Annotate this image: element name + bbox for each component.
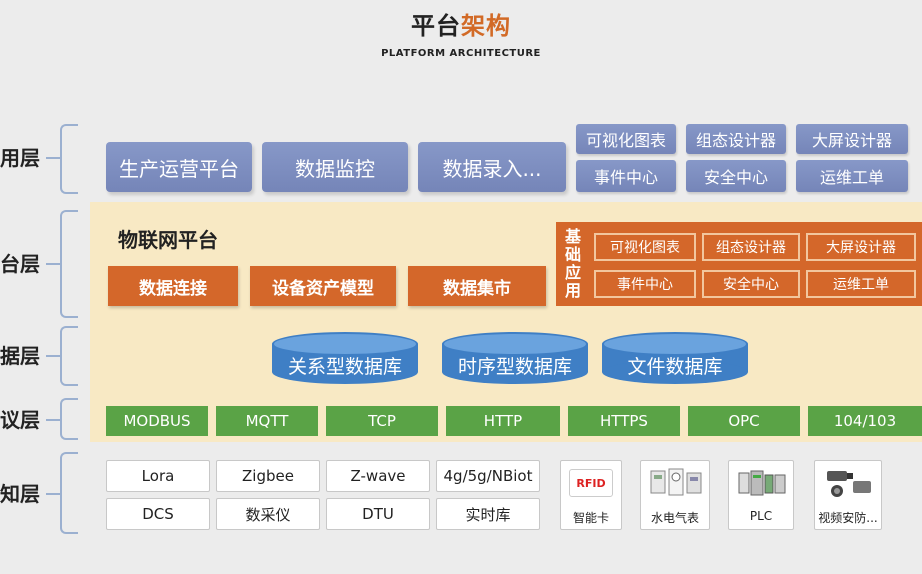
bracket-tick-perception bbox=[46, 493, 62, 495]
layer-label-protocol: 议层 bbox=[0, 408, 40, 432]
device-video-security[interactable]: 视频安防... bbox=[814, 460, 882, 530]
base-config-designer[interactable]: 组态设计器 bbox=[702, 233, 800, 261]
db-top bbox=[602, 332, 748, 356]
app-config-designer[interactable]: 组态设计器 bbox=[686, 124, 786, 154]
rfid-card-icon: RFID bbox=[569, 469, 613, 497]
db-relational[interactable]: 关系型数据库 bbox=[272, 332, 418, 384]
db-top bbox=[272, 332, 418, 356]
module-data-mart[interactable]: 数据集市 bbox=[408, 266, 546, 306]
bracket-tick-data bbox=[46, 355, 62, 357]
db-label: 时序型数据库 bbox=[457, 355, 572, 378]
app-data-entry[interactable]: 数据录入... bbox=[418, 142, 566, 192]
page-subtitle: PLATFORM ARCHITECTURE bbox=[381, 48, 541, 59]
db-timeseries[interactable]: 时序型数据库 bbox=[442, 332, 588, 384]
base-security-center[interactable]: 安全中心 bbox=[702, 270, 800, 298]
layer-label-perception: 知层 bbox=[0, 482, 40, 506]
db-bottom bbox=[442, 360, 588, 384]
title-accent: 架构 bbox=[461, 12, 511, 40]
db-top bbox=[442, 332, 588, 356]
app-production-platform[interactable]: 生产运营平台 bbox=[106, 142, 252, 192]
protocol-https[interactable]: HTTPS bbox=[568, 406, 680, 436]
sense-realtime-db[interactable]: 实时库 bbox=[436, 498, 540, 530]
base-visual-chart[interactable]: 可视化图表 bbox=[594, 233, 696, 261]
db-label: 文件数据库 bbox=[627, 355, 723, 378]
module-device-asset-model[interactable]: 设备资产模型 bbox=[250, 266, 396, 306]
plc-icon bbox=[738, 470, 786, 496]
device-label: 智能卡 bbox=[572, 511, 609, 525]
app-visual-chart[interactable]: 可视化图表 bbox=[576, 124, 676, 154]
title-main: 平台 bbox=[411, 12, 461, 40]
device-label: PLC bbox=[749, 509, 773, 523]
app-event-center[interactable]: 事件中心 bbox=[576, 160, 676, 192]
base-apps-label: 基础应用 bbox=[564, 227, 581, 300]
app-ops-ticket[interactable]: 运维工单 bbox=[796, 160, 908, 192]
db-file[interactable]: 文件数据库 bbox=[602, 332, 748, 384]
device-plc[interactable]: PLC bbox=[728, 460, 794, 530]
layer-label-platform: 台层 bbox=[0, 252, 40, 276]
module-data-connection[interactable]: 数据连接 bbox=[108, 266, 238, 306]
sense-zigbee[interactable]: Zigbee bbox=[216, 460, 320, 492]
sense-data-collector[interactable]: 数采仪 bbox=[216, 498, 320, 530]
device-label: 水电气表 bbox=[650, 511, 699, 525]
db-label: 关系型数据库 bbox=[287, 355, 402, 378]
device-utility-meter[interactable]: 水电气表 bbox=[640, 460, 710, 530]
base-event-center[interactable]: 事件中心 bbox=[594, 270, 696, 298]
base-ops-ticket[interactable]: 运维工单 bbox=[806, 270, 916, 298]
device-label: 视频安防... bbox=[818, 511, 878, 525]
db-bottom bbox=[602, 360, 748, 384]
sense-zwave[interactable]: Z-wave bbox=[326, 460, 430, 492]
bracket-tick-app bbox=[46, 157, 62, 159]
sense-dtu[interactable]: DTU bbox=[326, 498, 430, 530]
page-title: 平台架构 bbox=[0, 6, 922, 41]
protocol-104-103[interactable]: 104/103 bbox=[808, 406, 922, 436]
meter-icon bbox=[650, 468, 702, 496]
app-security-center[interactable]: 安全中心 bbox=[686, 160, 786, 192]
bracket-data bbox=[60, 326, 78, 386]
iot-platform-title: 物联网平台 bbox=[118, 228, 218, 252]
bracket-platform bbox=[60, 210, 78, 318]
sense-4g5g-nbiot[interactable]: 4g/5g/NBiot bbox=[436, 460, 540, 492]
sense-lora[interactable]: Lora bbox=[106, 460, 210, 492]
layer-label-app: 用层 bbox=[0, 146, 40, 170]
device-smart-card[interactable]: RFID 智能卡 bbox=[560, 460, 622, 530]
sense-dcs[interactable]: DCS bbox=[106, 498, 210, 530]
protocol-tcp[interactable]: TCP bbox=[326, 406, 438, 436]
protocol-modbus[interactable]: MODBUS bbox=[106, 406, 208, 436]
protocol-mqtt[interactable]: MQTT bbox=[216, 406, 318, 436]
bracket-tick-platform bbox=[46, 263, 62, 265]
bracket-app bbox=[60, 124, 78, 194]
app-data-monitoring[interactable]: 数据监控 bbox=[262, 142, 408, 192]
protocol-opc[interactable]: OPC bbox=[688, 406, 800, 436]
db-bottom bbox=[272, 360, 418, 384]
bracket-tick-protocol bbox=[46, 419, 62, 421]
layer-label-data: 据层 bbox=[0, 344, 40, 368]
camera-icon bbox=[827, 471, 871, 497]
base-screen-designer[interactable]: 大屏设计器 bbox=[806, 233, 916, 261]
bracket-protocol bbox=[60, 398, 78, 440]
app-screen-designer[interactable]: 大屏设计器 bbox=[796, 124, 908, 154]
protocol-http[interactable]: HTTP bbox=[446, 406, 560, 436]
rfid-text: RFID bbox=[576, 476, 606, 490]
bracket-perception bbox=[60, 452, 78, 534]
